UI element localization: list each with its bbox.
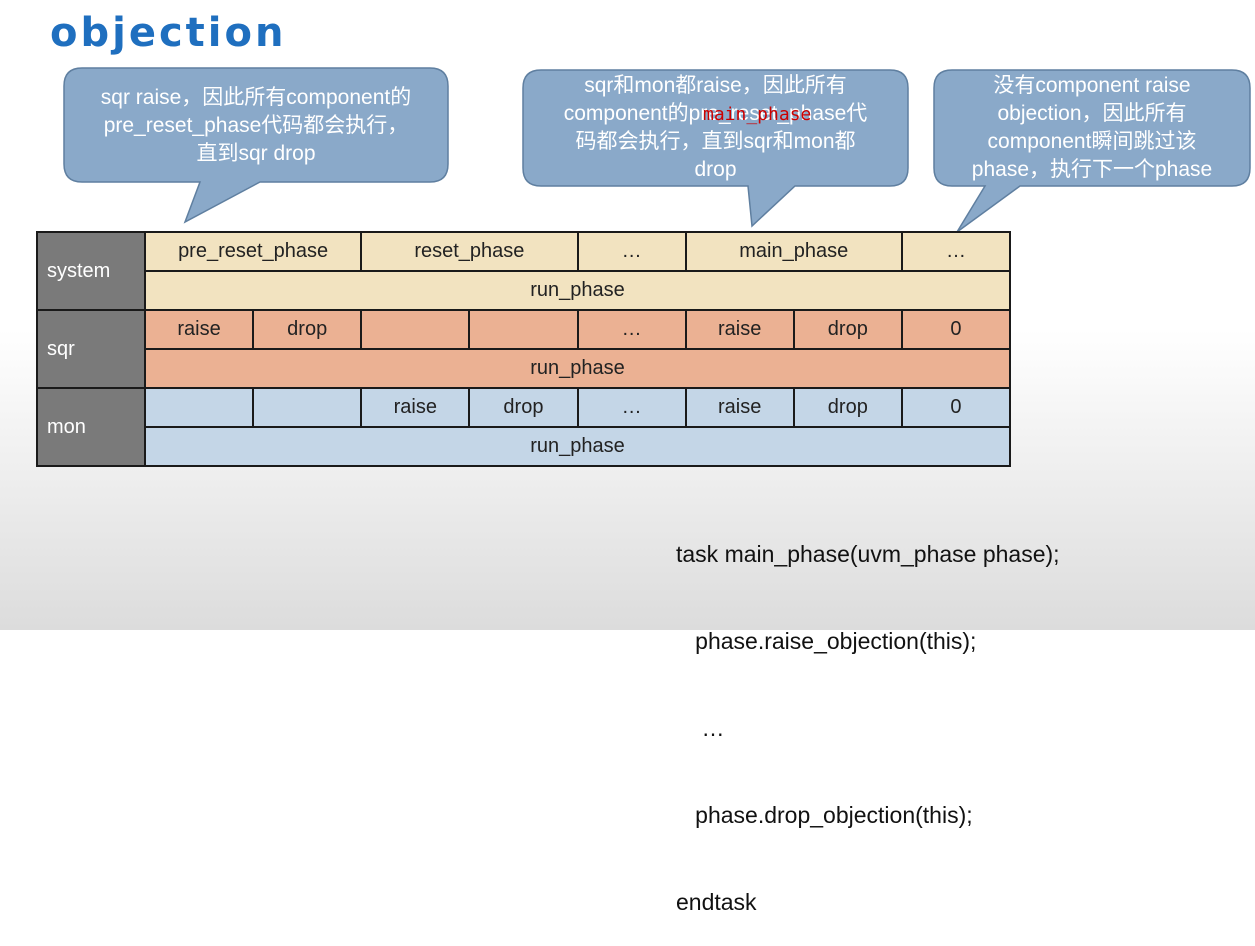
callout-3-line: objection，因此所有 <box>997 102 1187 125</box>
sqr-cell: raise <box>684 309 795 350</box>
mon-run-phase: run_phase <box>144 426 1011 467</box>
mon-label: mon <box>36 387 146 467</box>
callout-1-line: 直到sqr drop <box>196 142 316 165</box>
mon-cell: raise <box>684 387 795 428</box>
callout-2-line: component的pre_reset_phase代 <box>563 102 868 125</box>
system-label: system <box>36 231 146 311</box>
callout-3-bubble <box>933 69 1251 232</box>
system-phase-cell: … <box>576 231 687 272</box>
callout-2-line: sqr和mon都raise，因此所有 <box>584 74 847 97</box>
callout-3-line: 没有component raise <box>993 74 1191 97</box>
sqr-cell: raise <box>143 309 255 350</box>
sqr-phase-row: sqr raise drop … raise drop 0 <box>36 309 1012 389</box>
callout-shapes <box>63 67 1251 232</box>
system-phase-cell: main_phase <box>684 231 903 272</box>
sqr-cell: … <box>576 309 687 350</box>
system-run-row: run_phase <box>37 270 1011 311</box>
callout-1-text: sqr raise，因此所有component的 pre_reset_phase… <box>64 84 448 168</box>
callout-2-line: 码都会执行，直到sqr和mon都 <box>575 130 856 153</box>
callout-2-bubble <box>522 69 909 228</box>
sqr-cell: drop <box>792 309 903 350</box>
system-phase-cell: pre_reset_phase <box>143 231 363 272</box>
callout-3-line: phase，执行下一个phase <box>971 158 1213 181</box>
mon-cell <box>143 387 255 428</box>
callout-3-text: 没有component raise objection，因此所有 compone… <box>934 72 1250 184</box>
mon-cell: drop <box>468 387 579 428</box>
sqr-run-phase: run_phase <box>144 348 1011 389</box>
sqr-label: sqr <box>36 309 146 389</box>
phase-table: system pre_reset_phase reset_phase … mai… <box>36 231 1012 467</box>
sqr-cell <box>360 309 471 350</box>
sqr-cell <box>468 309 579 350</box>
code-line: task main_phase(uvm_phase phase); <box>676 541 1060 567</box>
mon-cell: raise <box>360 387 471 428</box>
mon-cell: 0 <box>900 387 1012 428</box>
callout-2-text: sqr和mon都raise，因此所有 component的pre_reset_p… <box>523 72 908 184</box>
sqr-run-row: run_phase <box>37 348 1011 389</box>
sqr-cell: 0 <box>900 309 1012 350</box>
sqr-cell: drop <box>252 309 363 350</box>
callout-1-line: sqr raise，因此所有component的 <box>100 86 412 109</box>
code-line: … <box>676 715 725 741</box>
callout-2-line: drop <box>694 158 737 181</box>
mon-phase-row: mon raise drop … raise drop 0 <box>36 387 1012 467</box>
main-phase-overlay-label: main_phase <box>703 104 812 125</box>
page-title: objection <box>50 10 287 56</box>
callout-3-line: component瞬间跳过该 <box>987 130 1197 153</box>
callout-1-bubble <box>63 67 449 224</box>
code-snippet: task main_phase(uvm_phase phase); phase.… <box>676 482 1060 946</box>
system-phase-cell: … <box>900 231 1012 272</box>
system-run-phase: run_phase <box>144 270 1011 311</box>
code-line: phase.raise_objection(this); <box>676 628 977 654</box>
system-phase-row: system pre_reset_phase reset_phase … mai… <box>36 231 1012 311</box>
mon-cell: … <box>576 387 687 428</box>
mon-run-row: run_phase <box>37 426 1011 467</box>
mon-cell: drop <box>792 387 903 428</box>
system-phase-cell: reset_phase <box>360 231 579 272</box>
mon-cell <box>252 387 363 428</box>
callout-1-line: pre_reset_phase代码都会执行， <box>103 114 409 137</box>
code-line: phase.drop_objection(this); <box>676 802 973 828</box>
code-line: endtask <box>676 889 757 915</box>
